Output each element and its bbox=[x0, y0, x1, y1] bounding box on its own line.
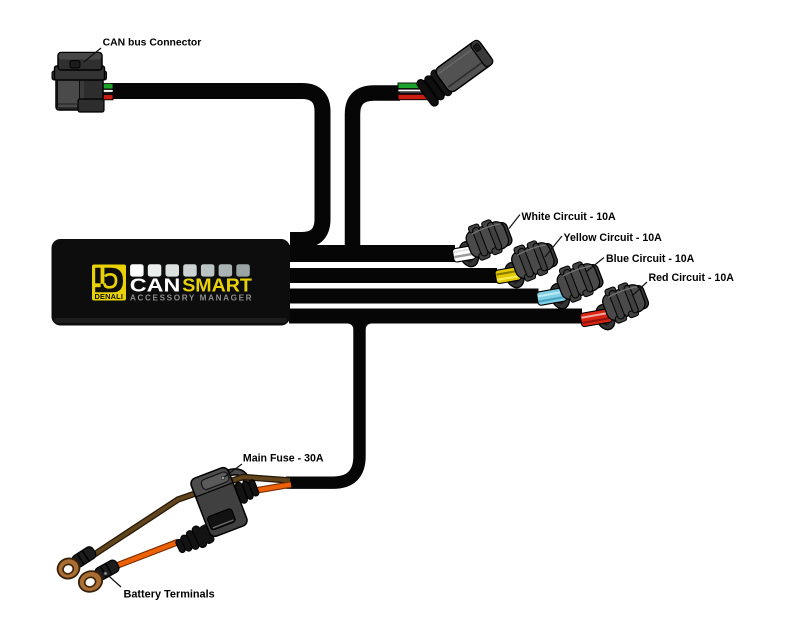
svg-text:White Circuit - 10A: White Circuit - 10A bbox=[522, 211, 617, 223]
svg-text:ACCESSORY MANAGER: ACCESSORY MANAGER bbox=[130, 293, 253, 302]
svg-text:CAN bus Connector: CAN bus Connector bbox=[103, 38, 202, 49]
svg-text:Yellow Circuit - 10A: Yellow Circuit - 10A bbox=[564, 232, 663, 244]
svg-text:DENALI: DENALI bbox=[94, 292, 123, 301]
svg-text:Red Circuit - 10A: Red Circuit - 10A bbox=[649, 272, 735, 284]
svg-text:Blue Circuit - 10A: Blue Circuit - 10A bbox=[606, 253, 695, 265]
svg-text:SMART: SMART bbox=[182, 276, 252, 296]
svg-text:CAN: CAN bbox=[130, 276, 180, 296]
svg-text:Battery Terminals: Battery Terminals bbox=[124, 588, 215, 600]
svg-text:Main Fuse - 30A: Main Fuse - 30A bbox=[243, 452, 324, 464]
